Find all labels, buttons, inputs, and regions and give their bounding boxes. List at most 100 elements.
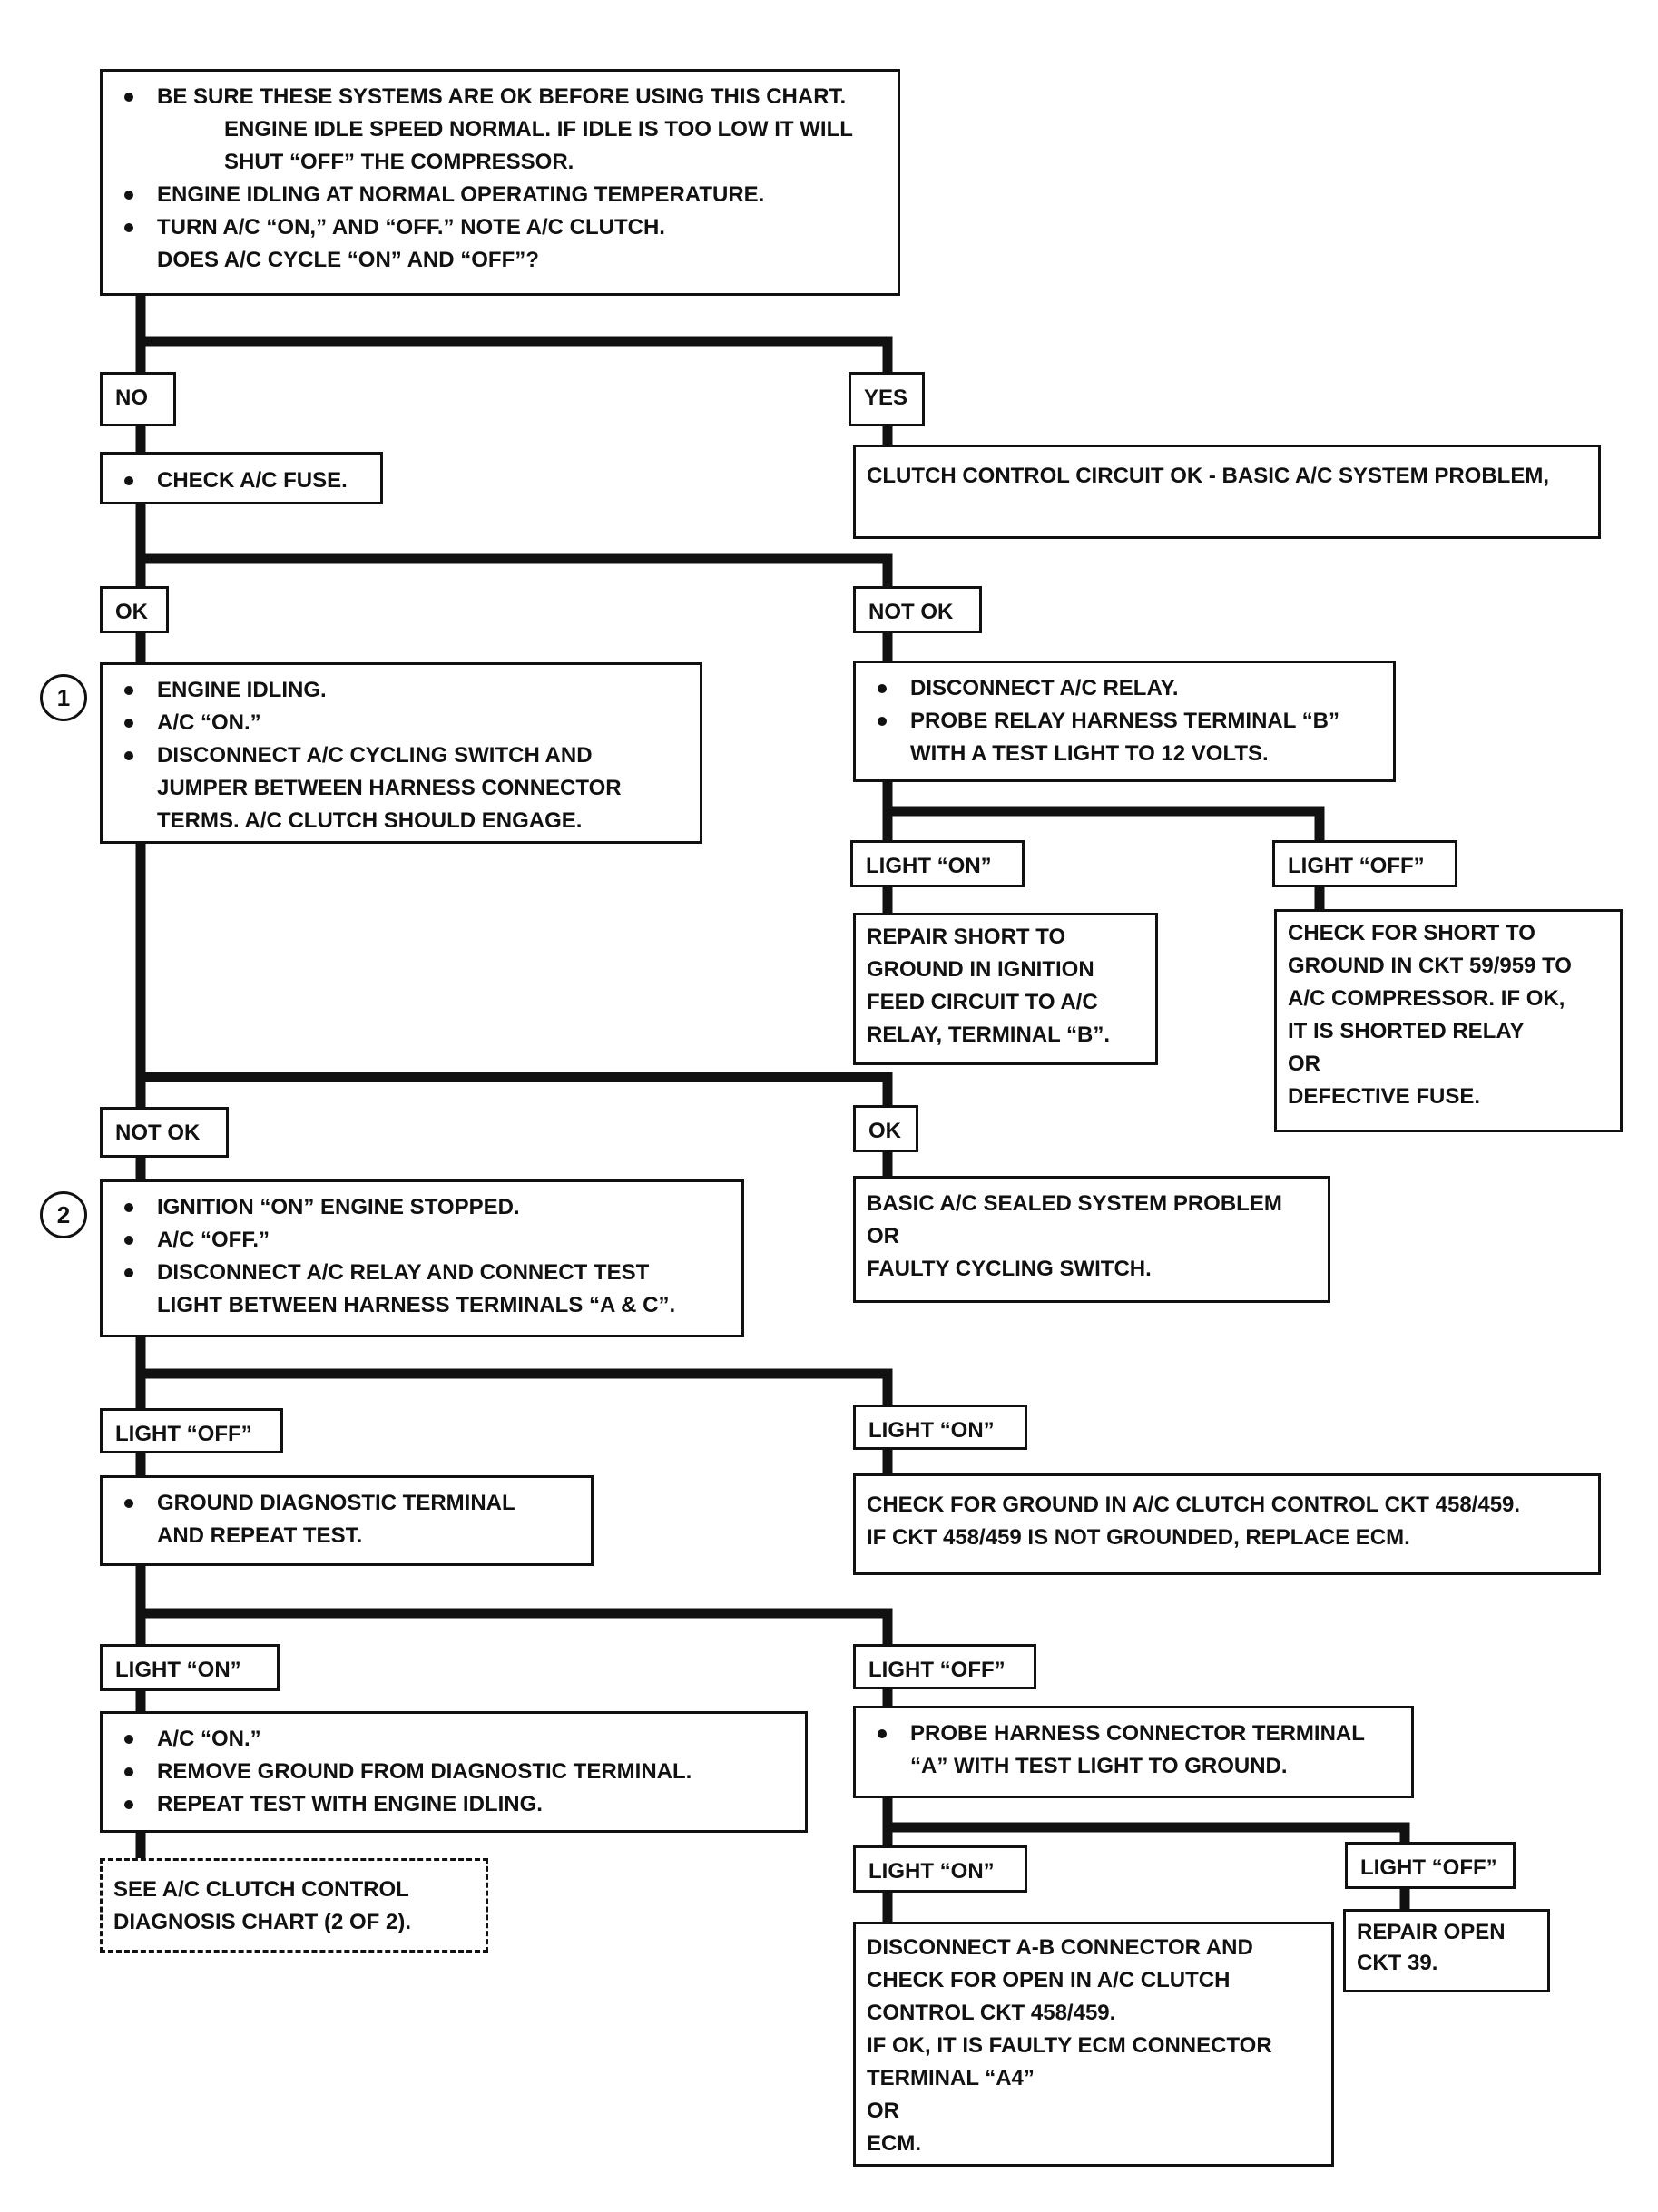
label-relay-light-on: LIGHT “ON” xyxy=(850,840,1025,887)
label-step2-light-on: LIGHT “ON” xyxy=(853,1405,1027,1450)
indented-line: ENGINE IDLE SPEED NORMAL. IF IDLE IS TOO… xyxy=(224,117,853,142)
bullet-line: DOES A/C CYCLE “ON” AND “OFF”? xyxy=(157,248,539,272)
text-line: A/C COMPRESSOR. IF OK, xyxy=(1288,986,1565,1011)
bullet-item: PROBE HARNESS CONNECTOR TERMINAL“A” WITH… xyxy=(867,1718,1400,1783)
bullet-line: TURN A/C “ON,” AND “OFF.” NOTE A/C CLUTC… xyxy=(157,215,665,240)
label-not-ok-step1: NOT OK xyxy=(100,1107,229,1158)
text-line: GROUND IN CKT 59/959 TO xyxy=(1288,954,1572,978)
sealed-system-box: BASIC A/C SEALED SYSTEM PROBLEM OR FAULTY … xyxy=(853,1176,1330,1303)
bullet-line: ENGINE IDLING. xyxy=(157,678,327,702)
see-chart-2-box: SEE A/C CLUTCH CONTROL DIAGNOSIS CHART (2… xyxy=(100,1858,488,1953)
bullet-line: A/C “ON.” xyxy=(157,1727,261,1751)
bullet-line: ENGINE IDLING AT NORMAL OPERATING TEMPER… xyxy=(157,182,765,207)
bullet-item: GROUND DIAGNOSTIC TERMINAL AND REPEAT TES… xyxy=(113,1487,580,1552)
text-line: FAULTY CYCLING SWITCH. xyxy=(867,1257,1152,1281)
bullet-line: DISCONNECT A/C RELAY. xyxy=(910,676,1179,700)
connector-fuse-ok-notok xyxy=(135,499,893,592)
bullet-item: ENGINE IDLING AT NORMAL OPERATING TEMPER… xyxy=(113,179,887,211)
text-line: BASIC A/C SEALED SYSTEM PROBLEM xyxy=(867,1191,1282,1216)
step2-list: IGNITION “ON” ENGINE STOPPED. A/C “OFF.” D… xyxy=(103,1182,741,1327)
text-line: IF OK, IT IS FAULTY ECM CONNECTOR xyxy=(867,2033,1272,2058)
bullet-item: DISCONNECT A/C RELAY. xyxy=(867,672,1382,705)
label-ok-fuse: OK xyxy=(100,586,169,633)
text-line: REPAIR OPEN xyxy=(1357,1920,1506,1944)
bullet-item: A/C “ON.” xyxy=(113,1723,794,1756)
step1-list: ENGINE IDLING. A/C “ON.” DISCONNECT A/C CY… xyxy=(103,665,700,843)
bullet-item: BE SURE THESE SYSTEMS ARE OK BEFORE USIN… xyxy=(113,81,887,113)
bullet-line: JUMPER BETWEEN HARNESS CONNECTOR xyxy=(157,776,622,800)
start-checklist: BE SURE THESE SYSTEMS ARE OK BEFORE USIN… xyxy=(103,72,898,282)
check-ground-box: CHECK FOR GROUND IN A/C CLUTCH CONTROL C… xyxy=(853,1473,1601,1575)
text-line: CONTROL CKT 458/459. xyxy=(867,2001,1116,2025)
label-ground-light-off: LIGHT “OFF” xyxy=(853,1644,1036,1689)
text-line: DIAGNOSIS CHART (2 OF 2). xyxy=(113,1910,412,1934)
connector-step2-lights xyxy=(135,1332,893,1414)
bullet-item: DISCONNECT A/C CYCLING SWITCH AND JUMPER … xyxy=(113,739,689,837)
clutch-ok-box: CLUTCH CONTROL CIRCUIT OK - BASIC A/C SY… xyxy=(853,445,1601,539)
check-fuse-line: CHECK A/C FUSE. xyxy=(157,468,348,493)
text-line: IF CKT 458/459 IS NOT GROUNDED, REPLACE … xyxy=(867,1525,1410,1550)
label-relay-light-off: LIGHT “OFF” xyxy=(1272,840,1457,887)
step1-box: ENGINE IDLING. A/C “ON.” DISCONNECT A/C CY… xyxy=(100,662,702,844)
text-line: IT IS SHORTED RELAY xyxy=(1288,1019,1525,1043)
connector-probe-lights xyxy=(882,1793,1410,1851)
start-checklist-box: BE SURE THESE SYSTEMS ARE OK BEFORE USIN… xyxy=(100,69,900,296)
text-line: REPAIR SHORT TO xyxy=(867,925,1066,949)
bullet-line: PROBE HARNESS CONNECTOR TERMINAL xyxy=(910,1721,1365,1746)
bullet-line: IGNITION “ON” ENGINE STOPPED. xyxy=(157,1195,520,1219)
bullet-line: PROBE RELAY HARNESS TERMINAL “B” xyxy=(910,709,1339,733)
text-line: CKT 39. xyxy=(1357,1951,1438,1975)
bullet-item: IGNITION “ON” ENGINE STOPPED. xyxy=(113,1191,731,1224)
label-no: NO xyxy=(100,372,176,426)
text-line: OR xyxy=(1288,1052,1320,1076)
bullet-line: REPEAT TEST WITH ENGINE IDLING. xyxy=(157,1792,543,1816)
bullet-line: BE SURE THESE SYSTEMS ARE OK BEFORE USIN… xyxy=(157,84,847,109)
text-line: CHECK FOR SHORT TO xyxy=(1288,921,1535,945)
text-line: GROUND IN IGNITION xyxy=(867,957,1094,982)
bullet-line: WITH A TEST LIGHT TO 12 VOLTS. xyxy=(910,741,1269,766)
ground-diag-box: GROUND DIAGNOSTIC TERMINAL AND REPEAT TES… xyxy=(100,1475,594,1566)
label-step2-light-off: LIGHT “OFF” xyxy=(100,1408,283,1453)
bullet-line: TERMS. A/C CLUTCH SHOULD ENGAGE. xyxy=(157,808,583,833)
text-line: SEE A/C CLUTCH CONTROL xyxy=(113,1877,409,1902)
bullet-item: A/C “ON.” xyxy=(113,707,689,739)
bullet-line: A/C “ON.” xyxy=(157,710,261,735)
clutch-ok-line: CLUTCH CONTROL CIRCUIT OK - BASIC A/C SY… xyxy=(867,464,1549,488)
bullet-item: ENGINE IDLING. xyxy=(113,674,689,707)
label-not-ok-fuse: NOT OK xyxy=(853,586,982,633)
check-fuse-box: CHECK A/C FUSE. xyxy=(100,452,383,504)
bullet-line: DISCONNECT A/C RELAY AND CONNECT TEST xyxy=(157,1260,650,1285)
bullet-line: AND REPEAT TEST. xyxy=(157,1523,363,1548)
step-2-marker: 2 xyxy=(40,1191,87,1238)
label-probe-light-on: LIGHT “ON” xyxy=(853,1845,1027,1893)
text-line: OR xyxy=(867,1224,899,1248)
bullet-item: REMOVE GROUND FROM DIAGNOSTIC TERMINAL. xyxy=(113,1756,794,1788)
bullet-item: REPEAT TEST WITH ENGINE IDLING. xyxy=(113,1788,794,1821)
step-1-marker: 1 xyxy=(40,674,87,721)
text-line: CHECK FOR GROUND IN A/C CLUTCH CONTROL C… xyxy=(867,1493,1521,1517)
text-line: OR xyxy=(867,2099,899,2123)
label-ok-step1: OK xyxy=(853,1105,918,1152)
indented-line: SHUT “OFF” THE COMPRESSOR. xyxy=(224,150,574,174)
relay-list: DISCONNECT A/C RELAY. PROBE RELAY HARNESS… xyxy=(856,663,1393,776)
remove-ground-box: A/C “ON.” REMOVE GROUND FROM DIAGNOSTIC T… xyxy=(100,1711,808,1833)
bullet-line: DISCONNECT A/C CYCLING SWITCH AND xyxy=(157,743,593,768)
probe-box: PROBE HARNESS CONNECTOR TERMINAL“A” WITH… xyxy=(853,1706,1414,1798)
text-line: TERMINAL “A4” xyxy=(867,2066,1035,2090)
bullet-item: TURN A/C “ON,” AND “OFF.” NOTE A/C CLUTC… xyxy=(113,211,887,277)
bullet-line: A/C “OFF.” xyxy=(157,1228,270,1252)
bullet-item: PROBE RELAY HARNESS TERMINAL “B” WITH A T… xyxy=(867,705,1382,770)
step2-box: IGNITION “ON” ENGINE STOPPED. A/C “OFF.” D… xyxy=(100,1179,744,1337)
remove-ground-list: A/C “ON.” REMOVE GROUND FROM DIAGNOSTIC T… xyxy=(103,1714,805,1826)
ground-diag-list: GROUND DIAGNOSTIC TERMINAL AND REPEAT TES… xyxy=(103,1478,591,1558)
connector-start-no-yes xyxy=(135,290,893,377)
label-probe-light-off: LIGHT “OFF” xyxy=(1345,1842,1516,1889)
text-line: DEFECTIVE FUSE. xyxy=(1288,1084,1481,1109)
bullet-line: GROUND DIAGNOSTIC TERMINAL xyxy=(157,1491,515,1515)
label-yes: YES xyxy=(849,372,925,426)
